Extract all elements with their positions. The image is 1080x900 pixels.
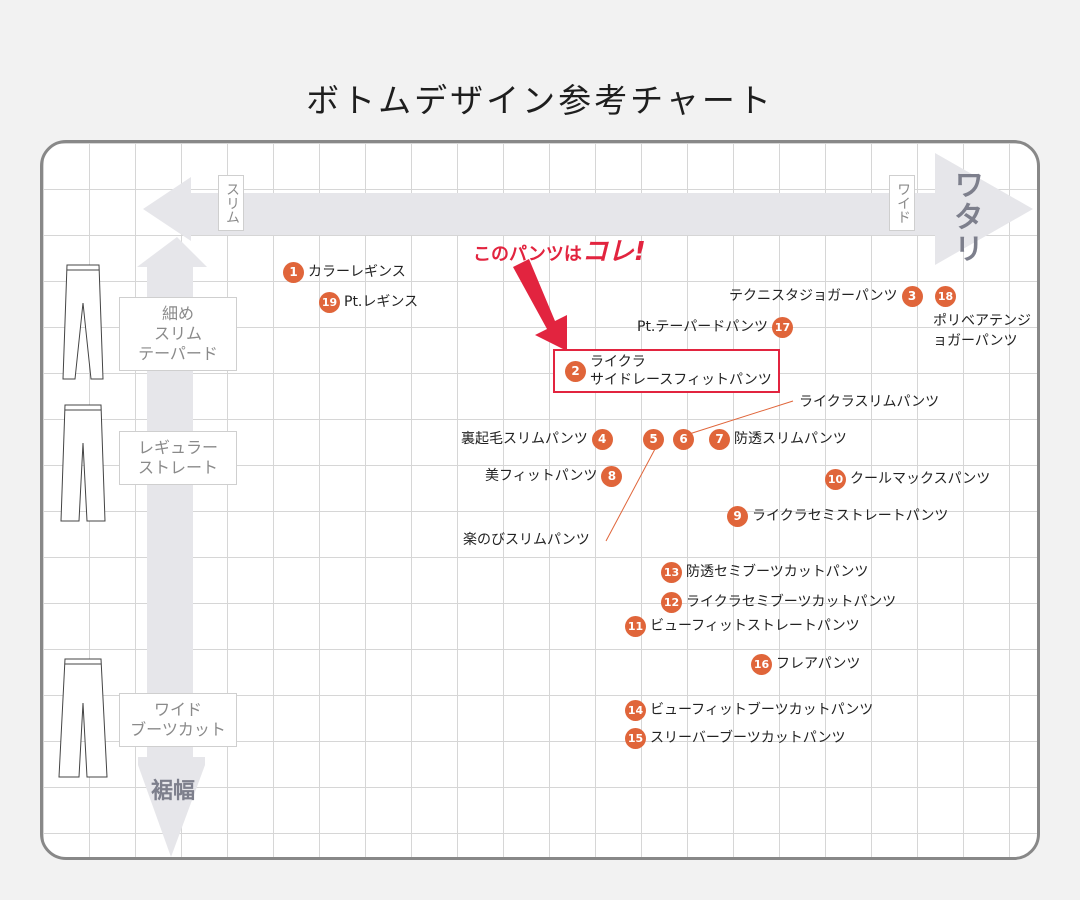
number-badge: 10 (825, 468, 846, 490)
category-wide-bootcut: ワイド ブーツカット (119, 693, 237, 747)
vertical-axis-arrow-head (138, 757, 205, 857)
number-badge: 13 (661, 561, 682, 583)
item-6-label: ライクラスリムパンツ (799, 394, 940, 410)
axis-title-susohaba: 裾幅 (151, 779, 196, 804)
number-badge: 12 (661, 591, 682, 613)
category-slim-tapered: 細め スリム テーパード (119, 297, 237, 371)
number-badge: 4 (591, 428, 613, 450)
connector-line-6 (685, 400, 794, 436)
item-18[interactable]: 18 (931, 285, 960, 307)
number-badge: 16 (751, 653, 772, 675)
number-badge: 14 (625, 699, 646, 721)
number-badge: 6 (673, 428, 694, 450)
axis-label-wide: ワイド (889, 175, 915, 231)
page-title: ボトムデザイン参考チャート (306, 81, 774, 120)
number-badge: 7 (709, 428, 730, 450)
item-5-label: 楽のびスリムパンツ (463, 532, 590, 548)
number-badge: 11 (625, 615, 646, 637)
number-badge: 18 (935, 285, 956, 307)
category-regular-straight: レギュラー ストレート (119, 431, 237, 485)
number-badge: 17 (771, 316, 793, 338)
item-5[interactable]: 5 (639, 428, 668, 450)
axis-label-slim: スリム (218, 175, 244, 231)
callout-text: このパンツはコレ! (473, 237, 646, 267)
item-2: 2 ライクラサイドレースフィットパンツ (561, 353, 772, 389)
number-badge: 2 (565, 360, 586, 382)
number-badge: 1 (283, 261, 304, 283)
item-18-label: ポリベアテンジョガーパンツ (933, 313, 1031, 349)
number-badge: 9 (727, 505, 748, 527)
axis-title-watari: ワタリ (948, 169, 983, 265)
connector-line-5 (605, 448, 656, 542)
item-2-highlight[interactable]: 2 ライクラサイドレースフィットパンツ (553, 349, 780, 393)
horizontal-axis-arrow (143, 153, 1033, 265)
chart-board: スリム ワイド ワタリ 裾幅 細め スリム テーパード レギュラー ストレート … (40, 140, 1040, 860)
number-badge: 3 (901, 285, 923, 307)
pants-wide-illustration (58, 658, 108, 778)
item-6[interactable]: 6 (669, 428, 698, 450)
number-badge: 5 (643, 428, 664, 450)
pants-slim-illustration (62, 264, 104, 380)
number-badge: 19 (319, 291, 340, 313)
callout-arrow (513, 259, 567, 351)
pants-regular-illustration (60, 404, 106, 522)
number-badge: 8 (601, 465, 623, 487)
number-badge: 15 (625, 727, 646, 749)
